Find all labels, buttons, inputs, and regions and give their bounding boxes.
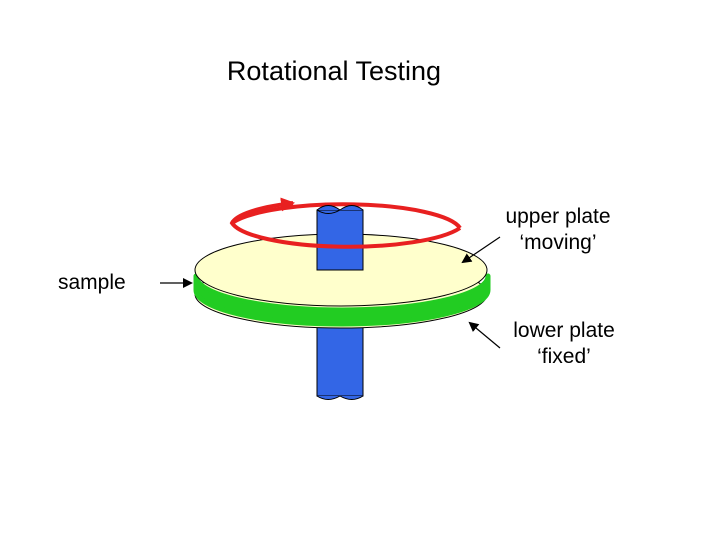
- lower-plate-label-line1: lower plate: [513, 319, 615, 342]
- rotation-arrow-back: [230, 202, 462, 230]
- upper-plate-label: upper plate ‘moving’: [488, 204, 628, 256]
- lower-plate-label: lower plate ‘fixed’: [494, 318, 634, 370]
- sample-label: sample: [58, 271, 126, 294]
- lower-plate-label-line2: ‘fixed’: [537, 345, 591, 368]
- upper-plate-label-line1: upper plate: [505, 205, 611, 228]
- upper-plate-pointer: [461, 236, 501, 264]
- upper-plate-label-line2: ‘moving’: [519, 231, 597, 254]
- diagram-title: Rotational Testing: [226, 56, 442, 86]
- sample-layer: [193, 273, 491, 327]
- lower-plate-pointer: [468, 321, 501, 349]
- lower-shaft: [316, 317, 364, 400]
- upper-shaft: [316, 205, 364, 271]
- rotation-arrow-front: [229, 197, 462, 249]
